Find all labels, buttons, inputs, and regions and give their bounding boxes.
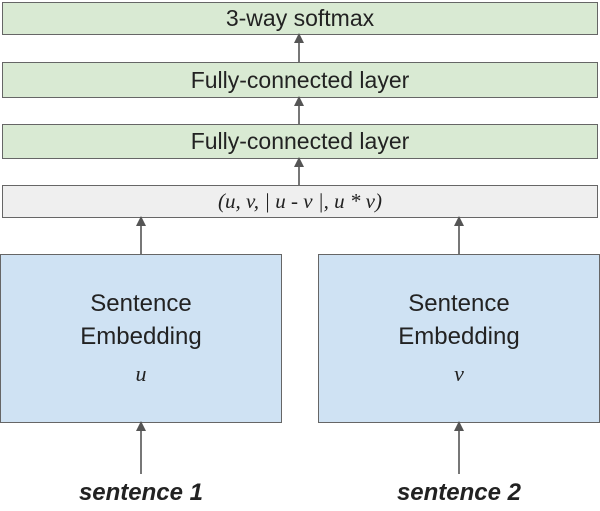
input-sentence-2: sentence 2 — [396, 479, 522, 506]
embedding-left-var: u — [135, 361, 147, 386]
embedding-left-line1: Sentence — [90, 290, 192, 317]
fully-connected-layer-bottom: Fully-connected layer — [2, 124, 598, 159]
embedding-right-line1: Sentence — [408, 290, 510, 317]
softmax-layer: 3-way softmax — [2, 2, 598, 35]
concat-label: (u, v, | u - v |, u * v) — [218, 189, 382, 213]
fc-layer-bottom-label: Fully-connected layer — [190, 128, 410, 154]
concatenation-layer: (u, v, | u - v |, u * v) — [2, 185, 598, 218]
softmax-label: 3-way softmax — [225, 5, 375, 31]
embedding-right-var: v — [454, 361, 464, 386]
fc-layer-top-label: Fully-connected layer — [190, 66, 410, 93]
sentence-embedding-right: Sentence Embedding v — [318, 254, 600, 423]
embedding-right-line2: Embedding — [398, 323, 520, 350]
embedding-left-line2: Embedding — [80, 323, 202, 350]
sentence-embedding-left: Sentence Embedding u — [0, 254, 282, 423]
input-sentence-1: sentence 1 — [78, 479, 204, 506]
